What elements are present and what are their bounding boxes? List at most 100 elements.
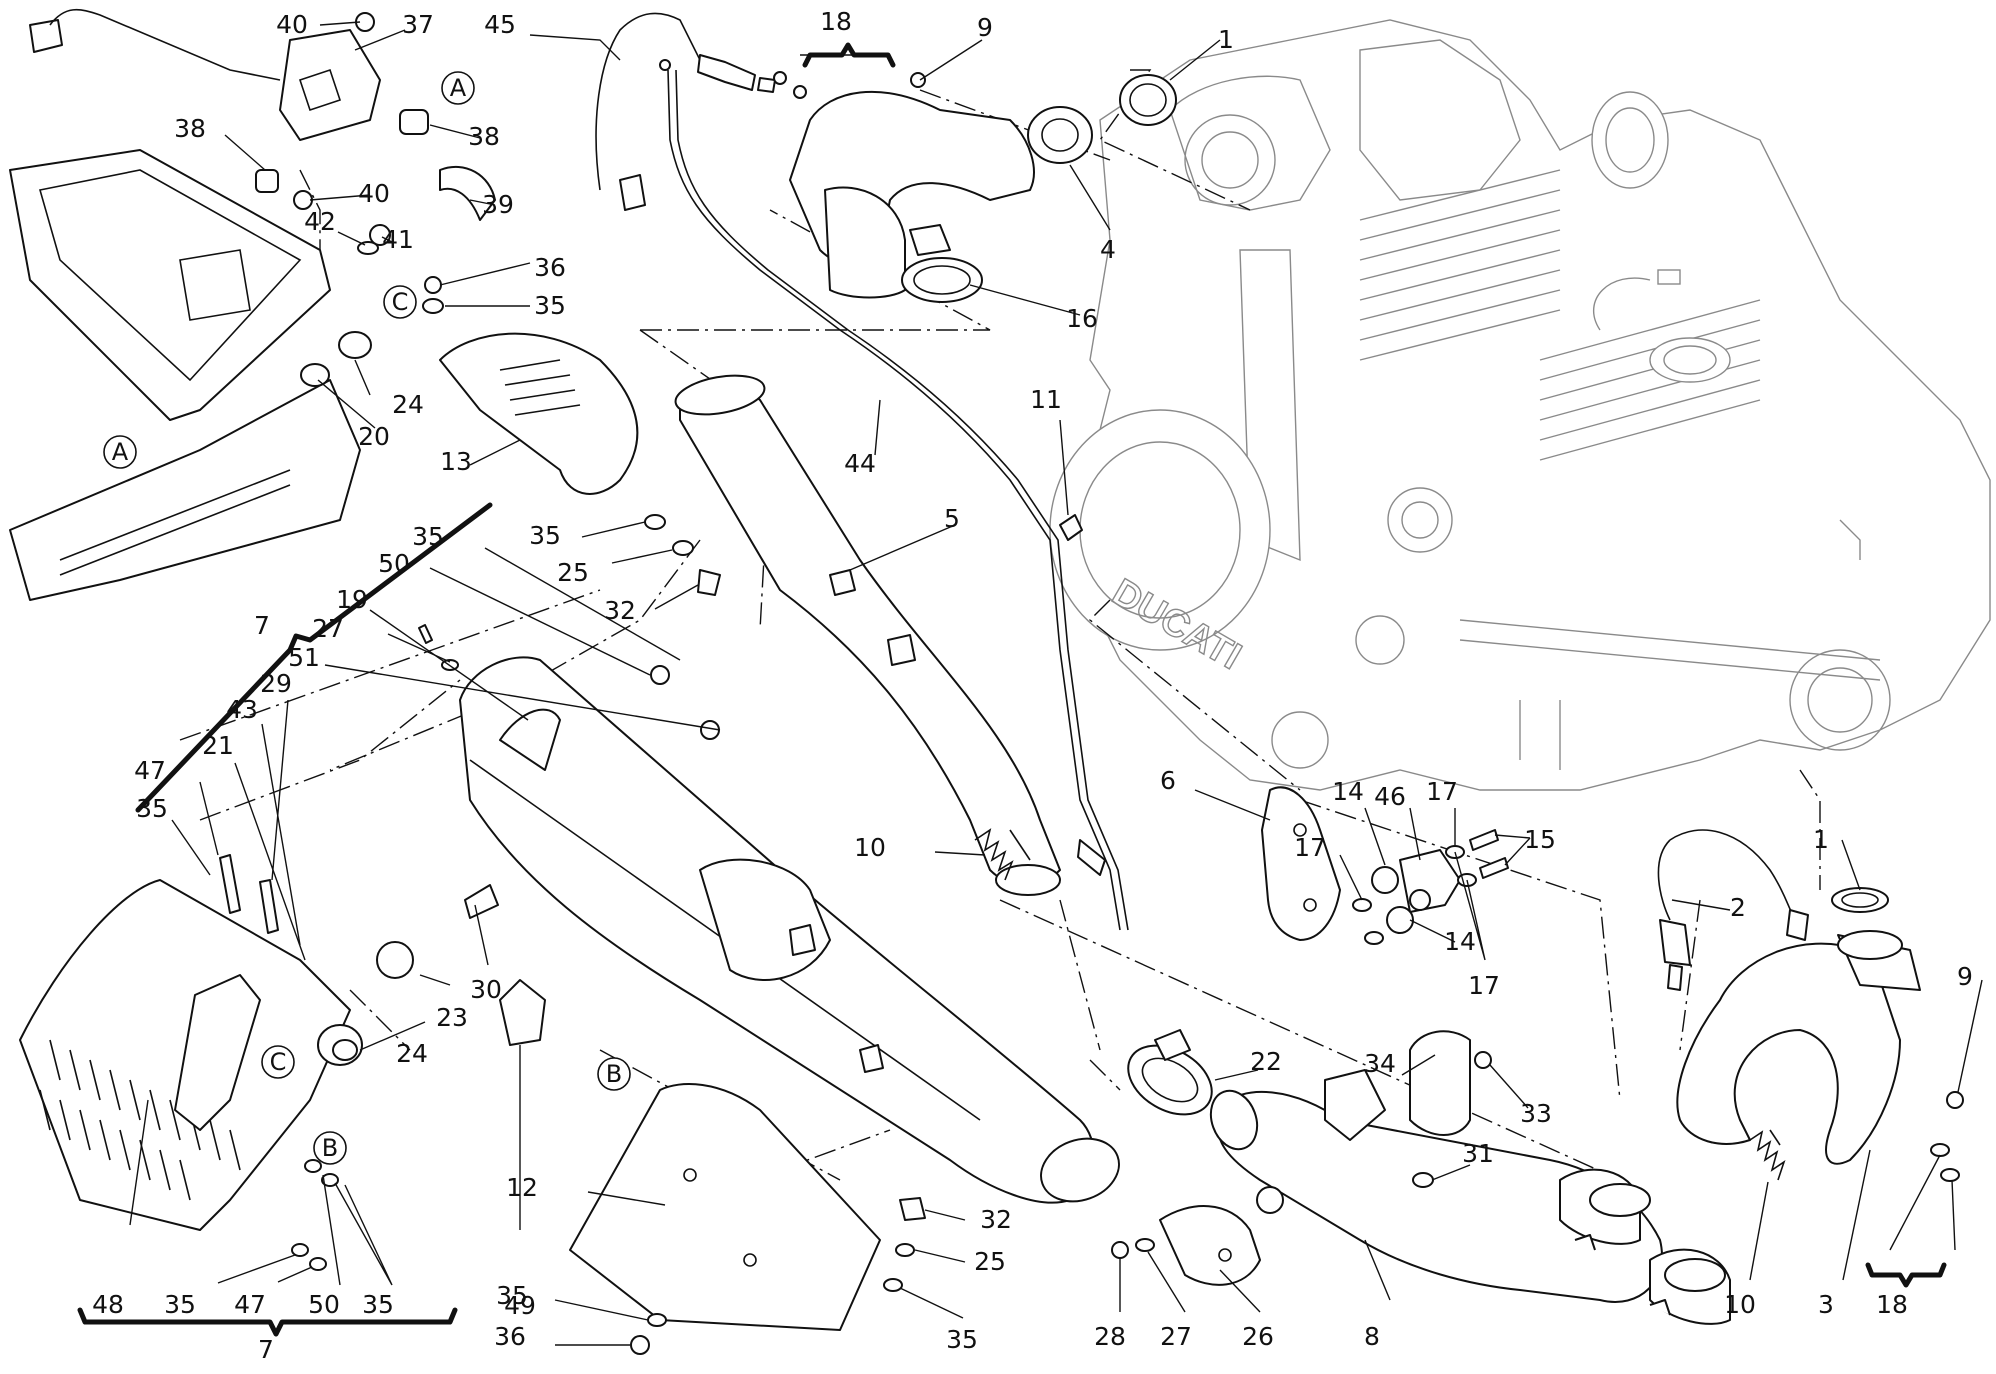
callout-36: 36 (494, 1322, 526, 1351)
clamp-39[interactable] (439, 165, 496, 221)
screw-11[interactable] (1059, 514, 1083, 541)
washer-18-rear-b[interactable] (1940, 1168, 1960, 1182)
callout-51: 51 (288, 643, 320, 672)
bolt-18-a[interactable] (773, 71, 787, 85)
washer-35-bottom-c[interactable] (291, 1243, 309, 1257)
washer-35-lower[interactable] (883, 1278, 903, 1292)
collector-bracket[interactable] (1324, 1069, 1386, 1141)
front-exhaust-pipe-5 (674, 374, 1061, 896)
callout-11: 11 (1030, 385, 1062, 414)
clamp-16[interactable] (901, 257, 983, 303)
exhaust-port-rear (1649, 337, 1731, 383)
washer-17-d[interactable] (1364, 931, 1384, 945)
bolt-19[interactable] (418, 624, 433, 644)
mounting-plate-21[interactable] (174, 974, 261, 1131)
spring-10-right[interactable] (1749, 1130, 1786, 1181)
washer-20[interactable] (300, 363, 330, 387)
bolt-47-top[interactable] (219, 854, 241, 914)
callout-36: 36 (534, 253, 566, 282)
header-flange[interactable] (1027, 106, 1093, 164)
bolt-15-a[interactable] (1469, 829, 1499, 851)
rubber-14-b[interactable] (1386, 906, 1414, 934)
washer-24[interactable] (338, 331, 372, 359)
callout-45: 45 (484, 10, 516, 39)
slip-joint-sleeve[interactable] (824, 186, 906, 299)
callout-23: 23 (436, 1003, 468, 1032)
rear-sensor-plug-icon (1786, 909, 1809, 941)
gasket-1-rear[interactable] (1831, 887, 1889, 913)
muffler-bracket-51[interactable] (499, 708, 561, 771)
bolt-18-b[interactable] (793, 85, 807, 99)
clip-32-top[interactable] (697, 569, 721, 596)
washer-42[interactable] (357, 241, 379, 255)
bolt-15-b[interactable] (1479, 857, 1509, 879)
rubber-mount-49[interactable] (499, 979, 546, 1046)
clamp-22[interactable] (1116, 1032, 1224, 1129)
gasket-1-front[interactable] (1119, 74, 1177, 126)
throttle-cable-44[interactable] (667, 69, 1121, 931)
group-braces (77, 42, 1947, 1337)
rubber-mount-38[interactable] (399, 109, 429, 135)
callout-38: 38 (174, 114, 206, 143)
ref-letter: C (270, 1048, 287, 1076)
bolt-36[interactable] (424, 276, 442, 294)
sensor-boss[interactable] (1256, 1186, 1284, 1214)
washer-25-bottom[interactable] (895, 1243, 915, 1257)
washer-18-rear-a[interactable] (1930, 1143, 1950, 1157)
callout-49: 49 (504, 1291, 536, 1320)
rubber-14-c[interactable] (1409, 889, 1431, 911)
bolt-30[interactable] (464, 884, 499, 919)
engine-wire (1593, 277, 1651, 331)
callout-10: 10 (854, 833, 886, 862)
subframe-bracket[interactable] (9, 149, 331, 421)
washer-35-base[interactable] (647, 1313, 667, 1327)
lower-heat-shield-12[interactable] (569, 1083, 881, 1331)
ecu-module-37[interactable] (279, 29, 381, 141)
grommet-50[interactable] (650, 665, 670, 685)
nut-9-top[interactable] (910, 72, 926, 88)
washer-35-top[interactable] (422, 298, 444, 314)
collector-pipe-8 (1209, 1069, 1731, 1325)
callout-43: 43 (226, 695, 258, 724)
callout-24: 24 (396, 1039, 428, 1068)
callout-21: 21 (202, 731, 234, 760)
hanger-bracket-34[interactable] (1409, 1030, 1471, 1136)
nut-9-rear[interactable] (1946, 1091, 1964, 1109)
washer-35-mid[interactable] (644, 514, 666, 530)
nut-31[interactable] (1412, 1172, 1434, 1188)
heat-shield-13-plate[interactable] (439, 332, 639, 495)
callout-35: 35 (946, 1325, 978, 1354)
bolt-28[interactable] (1111, 1241, 1129, 1259)
ref-letter: C (392, 288, 409, 316)
rubber-14-a[interactable] (1371, 866, 1399, 894)
spacer-23-b[interactable] (376, 941, 414, 979)
bolt-33[interactable] (1474, 1051, 1492, 1069)
ref-a-top: A (441, 71, 475, 105)
spring-10-left[interactable] (974, 828, 1014, 881)
oxygen-sensor-2-body[interactable] (1659, 919, 1691, 966)
callout-20: 20 (358, 422, 390, 451)
clip-32-bottom[interactable] (899, 1197, 926, 1221)
washer-25-top[interactable] (672, 540, 694, 556)
bolt-29[interactable] (259, 879, 279, 934)
rubber-mount-38-left[interactable] (255, 169, 279, 193)
bolt-47-bottom[interactable] (309, 1257, 327, 1271)
bracket-6[interactable] (1261, 786, 1341, 941)
callout-27: 27 (1160, 1322, 1192, 1351)
callout-27: 27 (312, 614, 344, 643)
bolt-36-bottom[interactable] (630, 1335, 650, 1355)
callout-35: 35 (534, 291, 566, 320)
oxygen-sensor-body[interactable] (697, 54, 756, 91)
washer-35-bottom-b[interactable] (321, 1173, 339, 1187)
rear-bracket-assembly (1261, 786, 1509, 945)
washer-35-bottom-a[interactable] (304, 1159, 322, 1173)
washer-24-bottom[interactable] (332, 1039, 358, 1061)
nut-41[interactable] (369, 224, 391, 246)
heat-shield-26[interactable] (1159, 1205, 1261, 1286)
washer-17-c[interactable] (1352, 898, 1372, 912)
muffler-assembly-7 (459, 656, 1120, 1204)
exhaust-pipe-5[interactable] (679, 384, 1061, 886)
washer-27-bottom[interactable] (1135, 1238, 1155, 1252)
callout-18: 18 (1876, 1290, 1908, 1319)
